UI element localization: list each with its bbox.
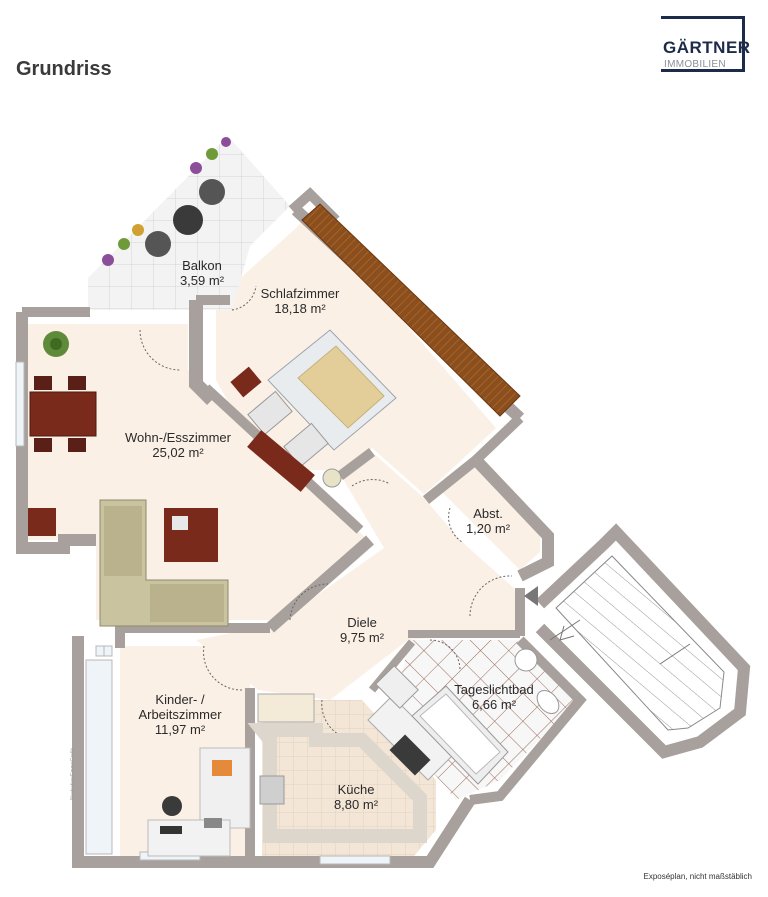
room-area-bad: 6,66 m² <box>472 697 517 712</box>
room-name-kueche: Küche <box>338 782 375 797</box>
room-name-balkon: Balkon <box>182 258 222 273</box>
sofa <box>99 499 229 627</box>
page-title: Grundriss <box>16 58 112 80</box>
logo-subtitle: IMMOBILIEN <box>664 59 726 70</box>
room-name-bad: Tageslichtbad <box>454 682 534 697</box>
staircase <box>549 555 725 731</box>
floor-abst <box>440 460 540 570</box>
entrance-arrow-icon <box>524 586 538 606</box>
room-area-kinder: 11,97 m² <box>155 722 206 737</box>
room-area-balkon: 3,59 m² <box>180 273 225 288</box>
balcony-furniture <box>102 137 231 266</box>
logo-frame <box>661 16 745 72</box>
room-name-schlafzimmer: Schlafzimmer <box>261 286 340 301</box>
bed <box>230 329 397 488</box>
illustration-credit: Illustration:EmmeGrafik <box>70 748 76 800</box>
room-name-diele: Diele <box>347 615 377 630</box>
floor-diele <box>196 452 516 700</box>
room-area-kueche: 8,80 m² <box>334 797 379 812</box>
company-logo: GÄRTNER IMMOBILIEN <box>661 16 751 76</box>
room-name-wohn: Wohn-/Esszimmer <box>125 430 232 445</box>
kitchen-counter <box>247 695 453 843</box>
bath-fixtures <box>375 648 560 785</box>
room-name-abst: Abst. <box>473 506 503 521</box>
sideboard <box>247 430 315 492</box>
wardrobe <box>301 203 521 417</box>
room-name-kinder-line1: Kinder- / <box>155 692 205 707</box>
room-area-diele: 9,75 m² <box>340 630 385 645</box>
desk <box>147 747 251 857</box>
floor-schlaf <box>216 214 496 494</box>
dining-table <box>29 331 97 452</box>
room-area-abst: 1,20 m² <box>466 521 511 536</box>
logo-name: GÄRTNER <box>663 38 751 57</box>
room-area-schlafzimmer: 18,18 m² <box>274 301 326 316</box>
room-area-wohn: 25,02 m² <box>152 445 204 460</box>
room-name-kinder-line2: Arbeitszimmer <box>138 707 222 722</box>
corner-table <box>28 508 56 536</box>
footnote: Exposéplan, nicht maßstäblich <box>643 872 753 881</box>
shelf <box>257 693 315 723</box>
